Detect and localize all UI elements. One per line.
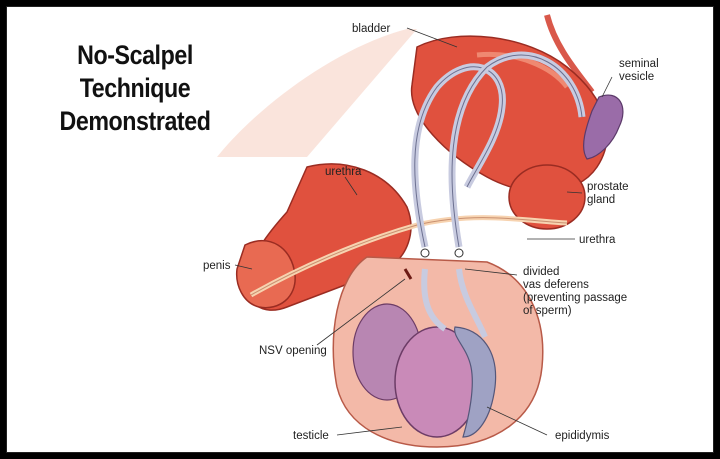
label-nsv-opening: NSV opening (259, 345, 327, 357)
label-vas-1: divided (523, 266, 559, 278)
anatomy-illustration: bladder seminal vesicle prostate gland u… (7, 7, 714, 453)
divided-end-left-top (421, 249, 429, 257)
divided-end-right-top (455, 249, 463, 257)
label-vas-2: vas deferens (523, 279, 589, 291)
label-testicle: testicle (293, 430, 329, 442)
label-prostate-1: prostate (587, 181, 629, 193)
label-prostate-2: gland (587, 194, 615, 206)
diagram-frame: No-Scalpel Technique Demonstrated (6, 6, 714, 453)
label-penis: penis (203, 260, 231, 272)
label-seminal-vesicle-1: seminal (619, 58, 659, 70)
label-vas-4: of sperm) (523, 305, 572, 317)
label-urethra-upper: urethra (325, 166, 362, 178)
label-seminal-vesicle-2: vesicle (619, 71, 654, 83)
label-epididymis: epididymis (555, 430, 610, 442)
abdominal-wall (217, 29, 417, 157)
label-bladder: bladder (352, 23, 391, 35)
label-urethra-lower: urethra (579, 234, 616, 246)
label-vas-3: (preventing passage (523, 292, 627, 304)
